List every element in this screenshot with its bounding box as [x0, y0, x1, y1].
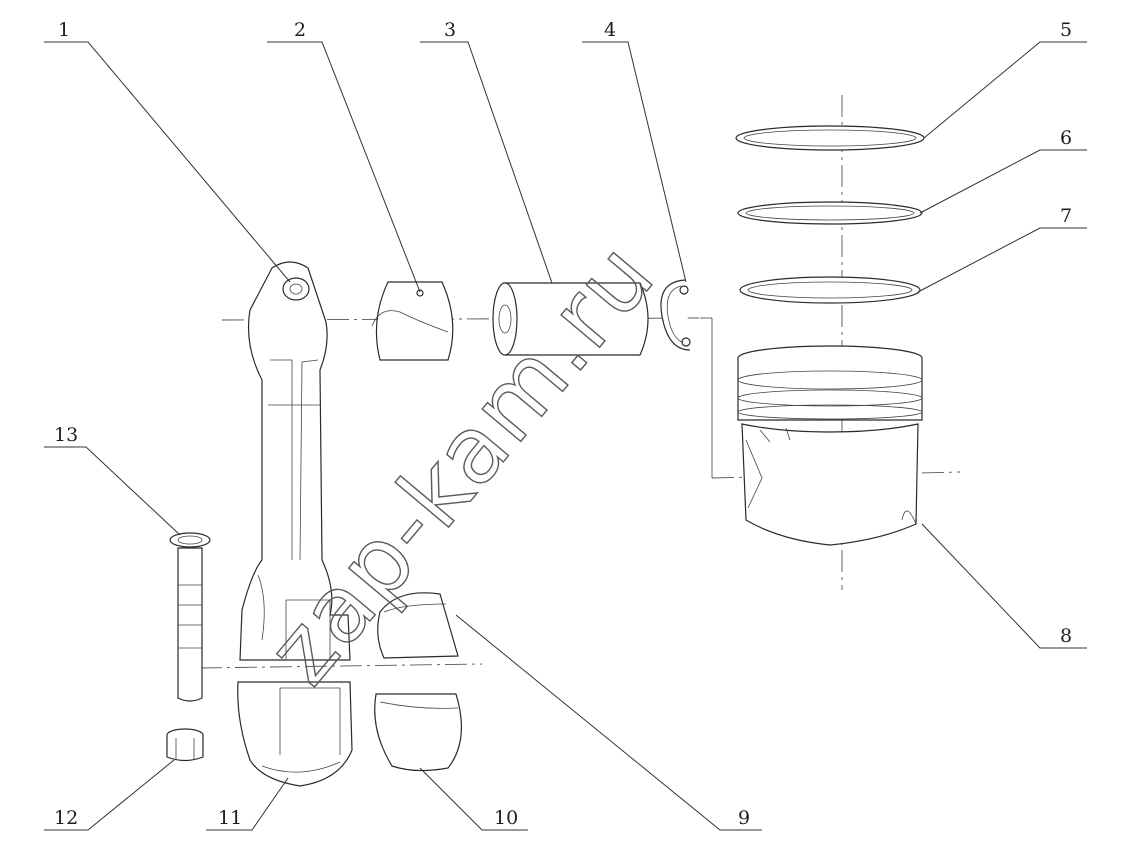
callout-8: 8 — [1060, 625, 1072, 647]
top-compression-ring — [735, 125, 925, 151]
connecting-rod-body — [239, 261, 351, 661]
piston-pin — [492, 282, 649, 356]
callout-12: 12 — [54, 807, 78, 829]
callout-5: 5 — [1060, 19, 1072, 41]
callout-11: 11 — [218, 807, 242, 829]
lower-bearing-shell — [374, 693, 462, 772]
upper-bearing-shell — [377, 592, 459, 659]
piston — [737, 345, 923, 546]
nut — [166, 728, 204, 762]
leader-lines — [44, 41, 1087, 831]
callout-numbers: 1 2 3 4 5 6 7 8 9 10 11 12 13 — [54, 19, 1072, 829]
callout-6: 6 — [1060, 127, 1072, 149]
callout-7: 7 — [1060, 205, 1072, 227]
oil-control-ring — [739, 276, 921, 304]
connecting-rod-cap — [237, 681, 353, 787]
callout-13: 13 — [54, 424, 78, 446]
callout-9: 9 — [738, 807, 750, 829]
callout-2: 2 — [294, 19, 306, 41]
second-compression-ring — [737, 201, 923, 225]
callout-10: 10 — [494, 807, 518, 829]
circlip — [660, 279, 691, 351]
callout-4: 4 — [604, 19, 616, 41]
callout-1: 1 — [58, 19, 70, 41]
connecting-rod-bolt — [169, 532, 211, 702]
small-end-bushing — [371, 281, 454, 361]
callout-3: 3 — [444, 19, 456, 41]
